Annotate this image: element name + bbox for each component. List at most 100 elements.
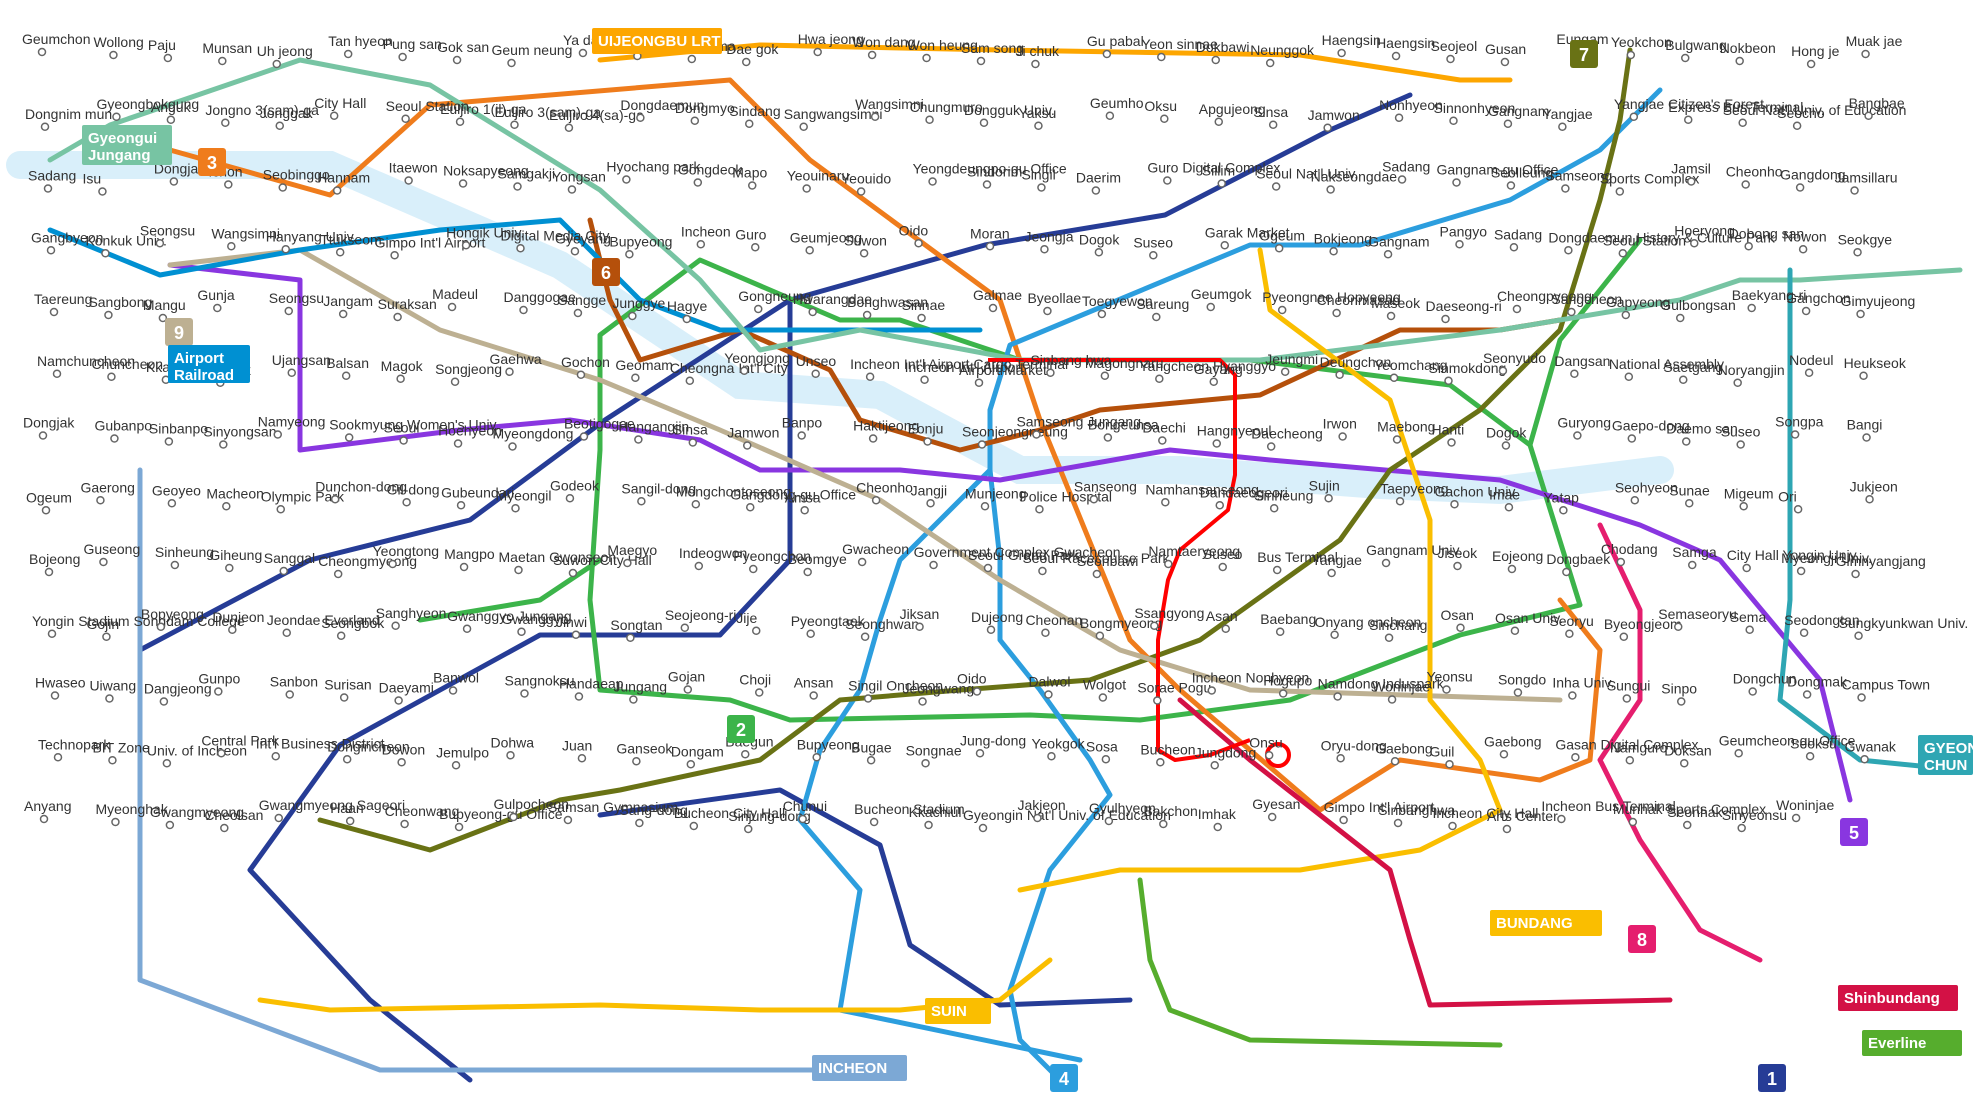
station-label: Samga: [1672, 544, 1717, 560]
gyeongui-path: [47, 57, 1963, 363]
station-dot: [1619, 632, 1629, 641]
station-label: Gyeyang: [555, 230, 611, 246]
station-dot: [1568, 691, 1577, 700]
station-dot: [455, 117, 465, 126]
station-label: Apgujeong: [1199, 101, 1266, 117]
station-label: Gaebong: [1484, 733, 1542, 749]
station-label: Jeongwang: [903, 681, 975, 697]
station-label: Sunae: [1669, 482, 1710, 498]
station-dot: [1220, 241, 1229, 250]
station-dot: [1333, 692, 1342, 701]
station-label: Ganseok: [616, 740, 673, 756]
station-dot: [687, 54, 697, 64]
station-label: Irwon: [1323, 416, 1357, 432]
station-dot: [694, 561, 704, 571]
route-highlight: [988, 358, 1251, 762]
station-label: Bupyeong: [797, 736, 860, 752]
station-dot: [1277, 305, 1287, 315]
station-dot: [986, 625, 996, 634]
station-dot: [1739, 502, 1748, 511]
station-label: Maebong: [1377, 419, 1435, 435]
station-label: National Assembly: [1609, 356, 1724, 372]
airport-label: Railroad: [174, 367, 234, 384]
station-dot: [1101, 755, 1111, 764]
station-dot: [1211, 55, 1220, 65]
shinbundang-label-box: [1838, 985, 1958, 1011]
station-dot: [279, 566, 288, 576]
station-label: City Hall Yongin Univ.: [1727, 547, 1860, 563]
station-label: Hoeryong: [1674, 222, 1735, 238]
station-label: Handaeap: [559, 676, 624, 692]
station-dot: [1747, 303, 1756, 313]
station-dot: [1387, 695, 1397, 704]
station-label: Sinpo: [1661, 681, 1697, 697]
station-label: Dongdaemun: [620, 97, 704, 113]
station-label: Haengsin: [1322, 32, 1381, 48]
station-label: Anyang: [24, 798, 71, 814]
everline-label-box: [1862, 1030, 1962, 1056]
station-dot: [809, 691, 818, 700]
station-label: Jiseok: [1438, 545, 1479, 561]
station-dot: [1449, 116, 1458, 125]
station-label: Cheonwang: [385, 803, 460, 819]
station-label: Express Bus Terminal: [1668, 99, 1803, 115]
station-label: Incheon Nonhyeon: [1192, 670, 1310, 686]
station-dot: [1507, 564, 1517, 574]
station-dot: [1499, 750, 1509, 759]
station-dot: [977, 440, 987, 449]
station-label: Haan: [330, 800, 363, 816]
station-dot: [1441, 314, 1450, 324]
station-label: Noryangjin: [1718, 362, 1785, 378]
station-label: Sinnonhyeon: [1434, 100, 1516, 116]
station-label: Bulgwang: [1665, 37, 1727, 53]
station-dot: [214, 687, 223, 696]
station-label: Kkachiul: [909, 804, 962, 820]
station-dot: [285, 690, 294, 699]
station-dot: [400, 819, 409, 829]
station-dot: [1044, 690, 1053, 699]
station-label: Incheon Bus Terminal: [1541, 798, 1675, 814]
station-label: Nodeul: [1789, 352, 1833, 368]
station-label: Gimnyangjang: [1836, 553, 1926, 569]
station-label: Pyeongchon: [733, 548, 811, 564]
station-label: Bongeunsa: [1088, 417, 1159, 433]
station-label: Sam song: [961, 40, 1024, 56]
station-label: Mapo: [732, 165, 767, 181]
station-dot: [868, 434, 878, 443]
uijeongbu-label: UIJEONGBU LRT: [598, 33, 721, 50]
station-label: Gyulhyeon: [1089, 800, 1156, 816]
station-label: Dongmak: [1787, 674, 1848, 690]
station-dot: [1105, 111, 1115, 120]
station-dot: [1626, 50, 1636, 60]
station-dot: [1677, 697, 1686, 706]
station-dot: [696, 240, 706, 249]
station-dot: [1733, 378, 1742, 387]
station-label: Seongsu: [140, 222, 195, 238]
station-dot: [49, 307, 59, 317]
station-dot: [1442, 685, 1451, 694]
station-dot: [1562, 567, 1571, 577]
station-label: Digital Media City: [501, 227, 610, 243]
station-label: Bucheon City Hall: [674, 805, 785, 821]
station-dot: [985, 242, 995, 251]
station-dot: [156, 622, 166, 631]
gyeongui-label-box: [82, 125, 172, 165]
station-label: Unseo: [796, 353, 837, 369]
station-dot: [746, 503, 755, 512]
station-label: Godeok: [550, 477, 600, 493]
station-dot: [47, 629, 57, 638]
station-label: Dokbawi: [1196, 39, 1250, 55]
station-label: Magongnaru: [1085, 355, 1164, 371]
station-label: Inha Univ.: [1552, 675, 1614, 691]
station-label: Geumho: [1090, 95, 1144, 111]
station-label: Gapyeong: [1606, 294, 1671, 310]
station-label: Samgakji: [498, 166, 556, 182]
station-dot: [1455, 240, 1464, 249]
station-dot: [167, 499, 177, 508]
station-dot: [685, 376, 695, 385]
line-8-badge-label: 8: [1637, 930, 1647, 950]
station-label: Sinsa: [1253, 104, 1288, 120]
station-dot: [1748, 687, 1757, 696]
station-label: Bus Terminal: [1257, 549, 1338, 565]
station-dot: [1856, 309, 1865, 319]
